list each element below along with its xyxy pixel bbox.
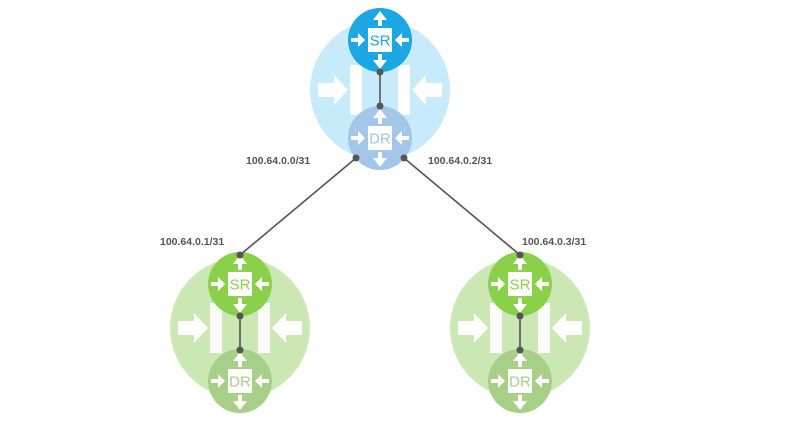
left-sr-label: SR: [230, 277, 251, 294]
router-arrows-icon: [491, 352, 549, 410]
top-sr-label: SR: [370, 33, 391, 50]
router-arrows-icon: [211, 352, 269, 410]
link-dot: [376, 68, 384, 76]
left-dr-label: DR: [229, 374, 251, 391]
router-arrows-icon: [351, 109, 409, 167]
top-sr-router[interactable]: SR: [348, 8, 412, 72]
link-dot: [516, 312, 524, 320]
router-arrows-icon: [491, 255, 549, 313]
right-dr-label: DR: [509, 374, 531, 391]
ip-label-right: 100.64.0.3/31: [522, 236, 586, 248]
left-dr-router[interactable]: DR: [208, 349, 272, 413]
transit-link-left[interactable]: [239, 157, 357, 256]
link-endpoint-dot: [516, 251, 524, 259]
top-dr-label: DR: [369, 131, 391, 148]
ip-label-top-left: 100.64.0.0/31: [246, 155, 310, 167]
ip-label-top-right: 100.64.0.2/31: [428, 155, 492, 167]
transit-links: [236, 154, 524, 259]
right-dr-router[interactable]: DR: [488, 349, 552, 413]
link-dot: [236, 312, 244, 320]
right-sr-router[interactable]: SR: [488, 252, 552, 316]
left-sr-router[interactable]: SR: [208, 252, 272, 316]
right-sr-label: SR: [510, 277, 531, 294]
ip-label-left: 100.64.0.1/31: [160, 236, 224, 248]
top-dr-router[interactable]: DR: [348, 106, 412, 170]
link-dot: [516, 346, 524, 354]
link-endpoint-dot: [400, 154, 408, 162]
router-arrows-icon: [351, 11, 409, 69]
link-endpoint-dot: [352, 154, 360, 162]
transit-link-right[interactable]: [403, 157, 521, 256]
top-cluster: SR DR: [310, 8, 450, 170]
link-dot: [236, 346, 244, 354]
router-arrows-icon: [211, 255, 269, 313]
link-dot: [376, 102, 384, 110]
right-cluster: SR DR: [450, 252, 590, 413]
left-cluster: SR DR: [170, 252, 310, 413]
link-endpoint-dot: [236, 251, 244, 259]
